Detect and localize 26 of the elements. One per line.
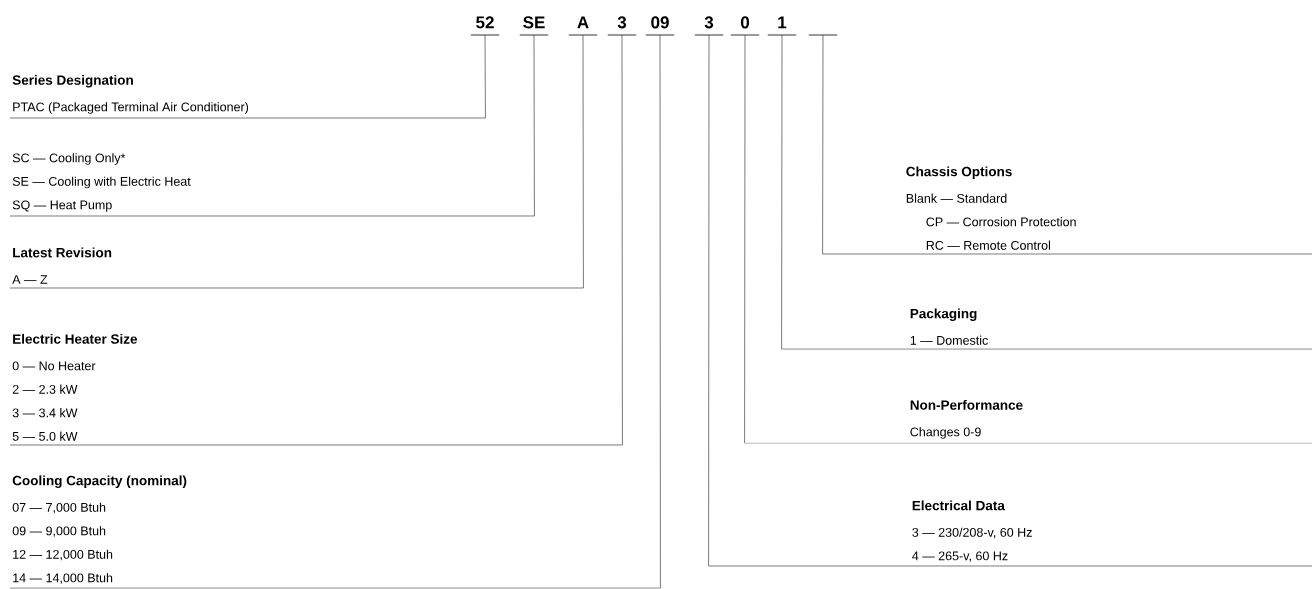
code-character: 3 (607, 16, 637, 36)
code-character: 1 (767, 16, 797, 36)
code-description: Electrical Data 3 — 230/208-v, 60 Hz 4 — 265-v, 60 Hz (708, 500, 1312, 567)
code-description: Packaging 1 — Domestic (781, 308, 1312, 350)
code-description: SC — Cooling Only* SE — Cooling with Electric Heat SQ — Heat Pump (9, 153, 535, 217)
code-character: 0 (730, 16, 760, 36)
code-character: A (568, 16, 598, 36)
code-character: SE (519, 16, 549, 36)
leader-line (822, 34, 824, 255)
code-description: Non-Performance Changes 0-9 (744, 399, 1312, 444)
leader-line (659, 34, 661, 589)
code-description: Electric Heater Size 0 — No Heater 2 — 2.3 kW 3 — 3.4 kW 5 — 5.0 kW (9, 333, 623, 446)
leader-line (621, 34, 623, 446)
code-character: 3 (694, 16, 724, 36)
leader-line (582, 34, 584, 289)
code-description: Series Designation PTAC (Packaged Terminal Air Conditioner) (9, 74, 486, 119)
leader-line (708, 34, 710, 567)
leader-line (781, 34, 783, 350)
leader-line (744, 34, 746, 444)
code-description: Chassis Options Blank — Standard CP — Corrosion Protection RC — Remote Control (822, 166, 1312, 255)
code-description: Cooling Capacity (nominal) 07 — 7,000 Btuh 09 — 9,000 Btuh 12 — 12,000 Btuh 14 — 14,000 Btuh (9, 475, 661, 589)
code-character: 52 (470, 16, 500, 36)
leader-line (533, 34, 535, 217)
leader-line (484, 34, 486, 119)
code-description: Latest Revision A — Z (9, 247, 584, 289)
code-character: 09 (645, 16, 675, 36)
